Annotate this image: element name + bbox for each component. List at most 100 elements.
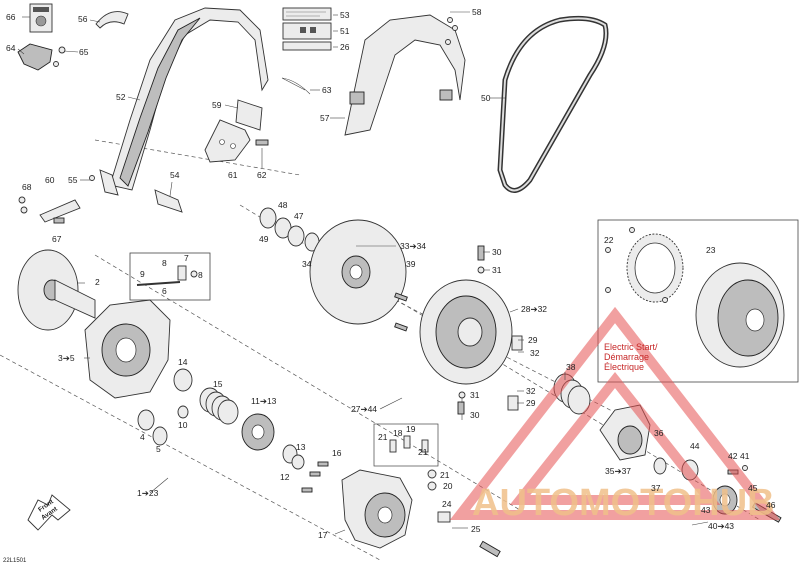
part-14-washer [173, 368, 193, 392]
callout-33-34: 33➔34 [400, 241, 426, 251]
part-11-spider [241, 413, 275, 451]
callout-48: 48 [278, 200, 288, 210]
callout-31a: 31 [492, 265, 502, 275]
part-22-screws [605, 227, 668, 303]
callout-35-37: 35➔37 [605, 466, 631, 476]
callout-22: 22 [604, 235, 614, 245]
callout-18: 18 [393, 428, 403, 438]
part-33-fixed-sheave [309, 219, 407, 325]
leader-lines [17, 11, 709, 535]
callout-39: 39 [406, 259, 416, 269]
part-18-21-details [373, 423, 439, 491]
watermark-text: AUTOMOTOHUB [472, 482, 775, 524]
callout-8a: 8 [162, 258, 167, 268]
electric-start-label: Electric Start/ Démarrage Électrique [604, 342, 658, 372]
callout-32a: 32 [530, 348, 540, 358]
callout-55: 55 [68, 175, 78, 185]
callout-56: 56 [78, 14, 88, 24]
callout-28-32: 28➔32 [521, 304, 547, 314]
callout-29a: 29 [528, 335, 538, 345]
part-55-screw [89, 175, 95, 181]
callout-30a: 30 [492, 247, 502, 257]
callout-11-13: 11➔13 [251, 396, 277, 406]
callout-57: 57 [320, 113, 330, 123]
part-24-25-bolt [437, 511, 501, 558]
callout-32b: 32 [526, 386, 536, 396]
callout-23: 23 [706, 245, 716, 255]
part-26-label [282, 41, 332, 51]
callout-41: 41 [740, 451, 750, 461]
callout-51: 51 [340, 26, 350, 36]
callout-64: 64 [6, 43, 16, 53]
part-36-cam [599, 404, 651, 461]
callout-26: 26 [340, 42, 350, 52]
part-12-13-spacers [282, 444, 305, 470]
part-10-bushing [177, 405, 189, 419]
callout-58: 58 [472, 7, 482, 17]
parts-6-9-detail-box [129, 252, 211, 301]
part-57-fender [344, 14, 466, 136]
callout-42: 42 [728, 451, 738, 461]
part-39-screws [394, 292, 408, 332]
callout-7: 7 [184, 253, 189, 263]
callout-15: 15 [213, 379, 223, 389]
part-66-warning-decal [29, 3, 53, 33]
part-23-ring-gear [597, 219, 799, 383]
callout-45: 45 [748, 483, 758, 493]
callout-14: 14 [178, 357, 188, 367]
drawing-id: 22L1501 [3, 558, 27, 564]
part-64-bracket [17, 43, 53, 71]
callout-61: 61 [228, 170, 238, 180]
watermark: AUTOMOTOHUB [449, 306, 781, 524]
callout-13: 13 [296, 442, 306, 452]
part-52-belt-guard [99, 7, 269, 196]
callout-6: 6 [162, 286, 167, 296]
callout-49: 49 [259, 234, 269, 244]
part-38-spring [553, 373, 591, 415]
callout-9: 9 [140, 269, 145, 279]
callout-2: 2 [95, 277, 100, 287]
callout-67: 67 [52, 234, 62, 244]
front-arrow: Front Avant [27, 494, 71, 531]
part-3-drive-pulley [84, 299, 171, 399]
part-56-clip [95, 11, 129, 29]
callout-68: 68 [22, 182, 32, 192]
callout-27-44: 27➔44 [351, 404, 377, 414]
callout-50: 50 [481, 93, 491, 103]
part-65-nut [53, 46, 66, 67]
callout-36: 36 [654, 428, 664, 438]
callout-1-23: 1➔23 [137, 488, 159, 498]
callout-10: 10 [178, 420, 188, 430]
callout-20: 20 [443, 481, 453, 491]
callout-30b: 30 [470, 410, 480, 420]
electric-start-line-1: Electric Start/ [604, 342, 658, 352]
part-59-bracket [235, 99, 263, 131]
part-17-cover [341, 469, 413, 549]
callout-54: 54 [170, 170, 180, 180]
callout-3-5: 3➔5 [58, 353, 75, 363]
callout-44: 44 [690, 441, 700, 451]
callout-5: 5 [156, 444, 161, 454]
callout-31b: 31 [470, 390, 480, 400]
callout-24: 24 [442, 499, 452, 509]
part-51-label [282, 22, 332, 40]
callout-16: 16 [332, 448, 342, 458]
part-4-5-bushings [137, 409, 168, 446]
callout-4: 4 [140, 432, 145, 442]
callout-47: 47 [294, 211, 304, 221]
callout-labels: 66 56 64 65 52 53 51 26 63 59 58 50 57 5… [6, 7, 776, 540]
callout-62: 62 [257, 170, 267, 180]
part-61-support [204, 119, 251, 163]
callout-21b: 21 [418, 447, 428, 457]
callout-60: 60 [45, 175, 55, 185]
part-28-movable-sheave [419, 279, 513, 385]
callout-65: 65 [79, 47, 89, 57]
callout-53: 53 [340, 10, 350, 20]
callout-34: 34 [302, 259, 312, 269]
electric-start-line-2: Démarrage [604, 352, 649, 362]
callout-63: 63 [322, 85, 332, 95]
callout-52: 52 [116, 92, 126, 102]
part-49-48-47-34-washers [259, 207, 320, 252]
part-15-spring [199, 387, 239, 425]
callout-43: 43 [701, 505, 711, 515]
